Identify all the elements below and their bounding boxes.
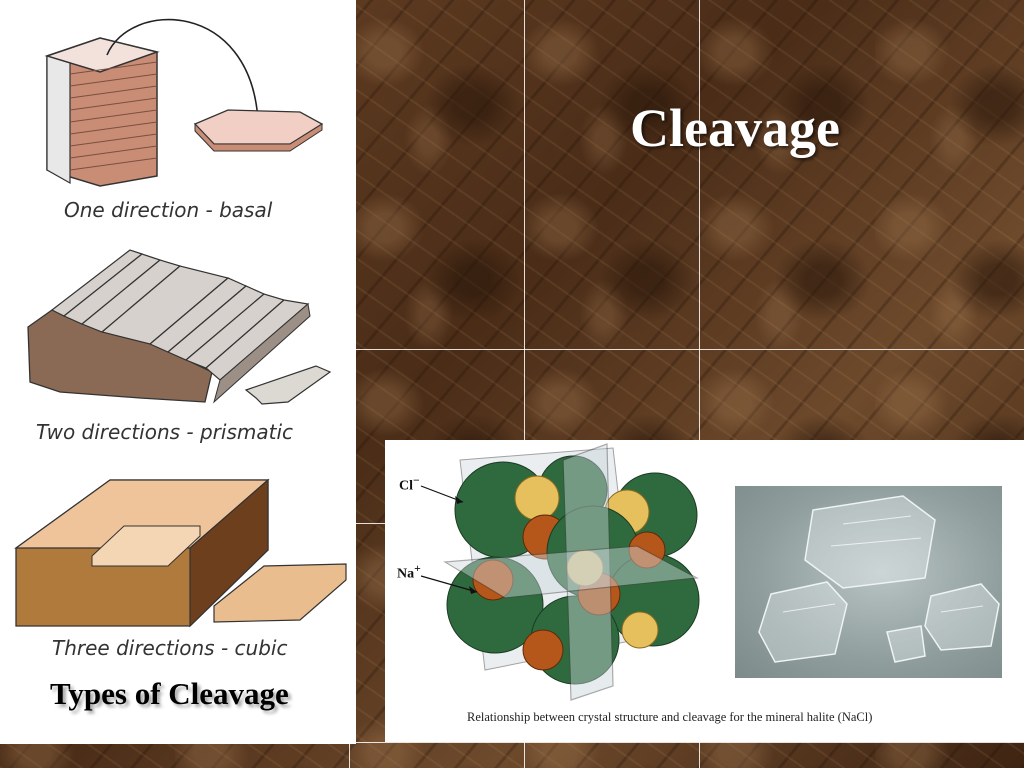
sodium-symbol: Na <box>397 566 415 582</box>
chloride-ion-label: Cl− <box>399 474 420 495</box>
basal-cleavage-illustration <box>44 18 324 187</box>
halite-caption: Relationship between crystal structure a… <box>467 710 873 724</box>
tile-divider <box>699 0 700 768</box>
cleavage-types-panel: One direction - basal Two directions - p… <box>0 0 356 744</box>
sodium-ion-label: Na+ <box>397 562 421 583</box>
slide-title: Cleavage <box>630 98 840 158</box>
tile-divider <box>356 523 386 524</box>
prismatic-cleavage-illustration <box>27 249 332 405</box>
basal-caption: One direction - basal <box>64 198 273 222</box>
halite-crystals-photo <box>735 486 1002 678</box>
cubic-caption: Three directions - cubic <box>52 636 288 660</box>
chloride-symbol: Cl <box>399 478 413 494</box>
tile-divider <box>0 742 1024 743</box>
chloride-charge: − <box>413 474 420 487</box>
types-of-cleavage-heading: Types of Cleavage <box>50 676 289 711</box>
tile-divider <box>524 0 525 768</box>
cubic-cleavage-illustration <box>14 478 347 628</box>
tile-divider <box>349 742 350 768</box>
halite-crystal-structure-diagram <box>420 443 700 701</box>
sodium-charge: + <box>414 562 421 575</box>
prismatic-caption: Two directions - prismatic <box>36 420 294 444</box>
halite-panel: Cl− Na+ Relationship between crystal str… <box>385 440 1024 742</box>
tile-divider <box>356 349 1024 350</box>
